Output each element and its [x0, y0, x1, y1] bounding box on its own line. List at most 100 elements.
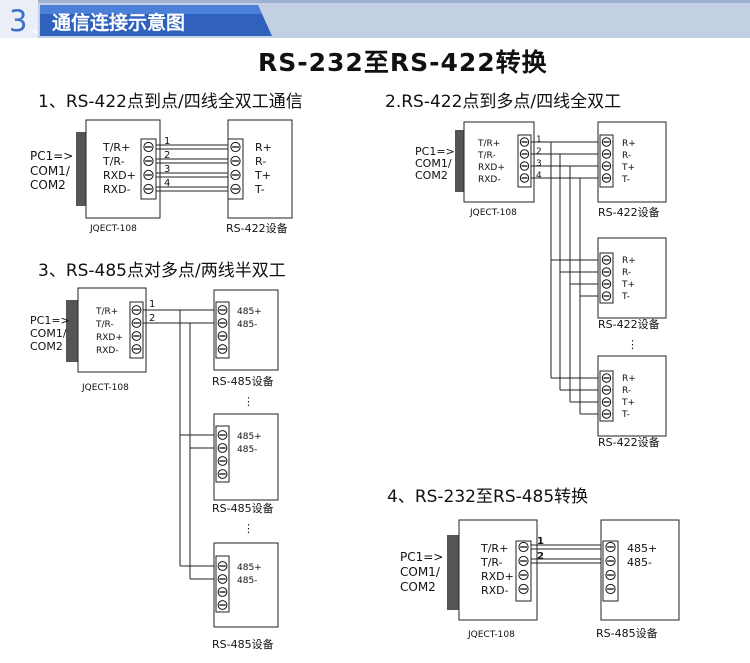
svg-text:2: 2: [537, 551, 544, 562]
pc-connector: [447, 535, 459, 610]
svg-text:RXD+: RXD+: [96, 333, 123, 343]
svg-text:RXD+: RXD+: [481, 570, 514, 583]
terminal-screws: [131, 137, 616, 610]
converter-terminal-block: [140, 138, 157, 200]
svg-text:R+: R+: [255, 141, 272, 154]
svg-text:T/R+: T/R+: [480, 542, 508, 555]
svg-text:R-: R-: [622, 268, 631, 278]
svg-text:RXD+: RXD+: [103, 169, 136, 182]
converter-model: JQECT-108: [89, 224, 137, 234]
ellipsis: ⋮: [243, 522, 254, 535]
svg-text:T+: T+: [254, 169, 271, 182]
svg-text:T-: T-: [254, 183, 265, 196]
svg-text:COM1/: COM1/: [400, 565, 441, 579]
svg-text:R+: R+: [622, 139, 636, 149]
svg-text:RXD-: RXD-: [478, 175, 501, 185]
section-4-diagram: PC1=> COM1/ COM2 T/R+ T/R- RXD+ RXD- JQE…: [400, 519, 680, 640]
svg-text:4: 4: [164, 178, 170, 189]
section-2-title: 2.RS-422点到多点/四线全双工: [385, 92, 621, 112]
converter-model: JQECT-108: [467, 630, 515, 640]
svg-text:485+: 485+: [237, 307, 262, 317]
device-label: RS-485设备: [212, 374, 274, 388]
svg-text:1: 1: [537, 536, 544, 547]
svg-text:R+: R+: [622, 256, 636, 266]
svg-text:1: 1: [149, 299, 155, 310]
section-4-title: 4、RS-232至RS-485转换: [387, 487, 588, 507]
svg-text:T/R-: T/R-: [477, 151, 496, 161]
section-2-diagram: PC1=> COM1/ COM2 T/R+ T/R- RXD+ RXD- JQE…: [415, 121, 667, 449]
wire-number: 1: [164, 136, 170, 147]
svg-text:COM2: COM2: [415, 169, 448, 182]
svg-text:COM2: COM2: [30, 178, 66, 192]
rs422-device-box: [227, 119, 293, 219]
svg-text:RXD-: RXD-: [103, 183, 131, 196]
svg-text:T/R-: T/R-: [102, 155, 125, 168]
svg-text:RXD-: RXD-: [481, 584, 509, 597]
svg-text:R-: R-: [622, 386, 631, 396]
svg-text:T-: T-: [621, 292, 630, 302]
pc-connector: [455, 130, 464, 192]
svg-text:COM1/: COM1/: [415, 157, 452, 170]
svg-text:3: 3: [164, 164, 170, 175]
svg-text:485-: 485-: [237, 576, 257, 586]
svg-text:4: 4: [536, 171, 542, 181]
svg-text:485-: 485-: [237, 320, 257, 330]
svg-text:R-: R-: [622, 151, 631, 161]
svg-text:PC1=>: PC1=>: [415, 145, 455, 158]
converter-terminal-block: [129, 301, 144, 359]
main-title: RS-232至RS-422转换: [258, 48, 548, 77]
device-label: RS-422设备: [598, 317, 660, 331]
device-label: RS-485设备: [212, 501, 274, 515]
pc-connector: [76, 132, 86, 206]
ellipsis: ⋮: [627, 338, 638, 351]
svg-text:1: 1: [536, 135, 542, 145]
device-terminal-block: [227, 138, 244, 200]
svg-text:T+: T+: [621, 280, 635, 290]
header-separator: 、: [32, 18, 48, 37]
svg-text:COM1/: COM1/: [30, 327, 67, 340]
svg-text:485+: 485+: [627, 542, 657, 555]
device-label: RS-422设备: [598, 205, 660, 219]
svg-text:T/R+: T/R+: [95, 307, 118, 317]
svg-text:485+: 485+: [237, 563, 262, 573]
device-label: RS-422设备: [598, 435, 660, 449]
header-number-box: [0, 0, 38, 38]
svg-text:T/R+: T/R+: [477, 139, 500, 149]
svg-text:T-: T-: [621, 410, 630, 420]
svg-text:T+: T+: [621, 163, 635, 173]
svg-text:2: 2: [536, 147, 542, 157]
svg-text:RXD-: RXD-: [96, 346, 119, 356]
svg-text:2: 2: [149, 313, 155, 324]
svg-text:3: 3: [536, 159, 542, 169]
svg-text:R+: R+: [622, 374, 636, 384]
converter-model: JQECT-108: [81, 383, 129, 393]
pc-connector: [66, 300, 78, 362]
svg-text:T/R+: T/R+: [102, 141, 130, 154]
svg-text:COM2: COM2: [30, 340, 63, 353]
section-1-title: 1、RS-422点到点/四线全双工通信: [38, 92, 303, 112]
svg-text:T-: T-: [621, 175, 630, 185]
svg-text:R-: R-: [255, 155, 266, 168]
header: 3 、 通信连接示意图: [0, 0, 750, 38]
section-3-diagram: PC1=> COM1/ COM2 T/R+ T/R- RXD+ RXD- JQE…: [30, 287, 279, 651]
header-title: 通信连接示意图: [52, 11, 185, 34]
svg-text:COM2: COM2: [400, 580, 436, 594]
section-3-title: 3、RS-485点对多点/两线半双工: [38, 261, 286, 281]
header-number: 3: [9, 4, 27, 38]
device-label: RS-485设备: [212, 637, 274, 651]
svg-text:T/R-: T/R-: [95, 320, 114, 330]
svg-text:T+: T+: [621, 398, 635, 408]
svg-text:485-: 485-: [627, 556, 652, 569]
device-label: RS-485设备: [596, 626, 658, 640]
converter-terminal-block: [517, 134, 532, 188]
section-1-diagram: PC1=> COM1/ COM2 T/R+ T/R- RXD+ RXD- JQE…: [30, 119, 293, 235]
device-label: RS-422设备: [226, 221, 288, 235]
svg-text:485+: 485+: [237, 432, 262, 442]
svg-text:RXD+: RXD+: [478, 163, 505, 173]
svg-text:PC1=>: PC1=>: [400, 550, 443, 564]
svg-text:COM1/: COM1/: [30, 164, 71, 178]
svg-text:T/R-: T/R-: [480, 556, 503, 569]
svg-text:2: 2: [164, 150, 170, 161]
converter-model: JQECT-108: [469, 208, 517, 218]
